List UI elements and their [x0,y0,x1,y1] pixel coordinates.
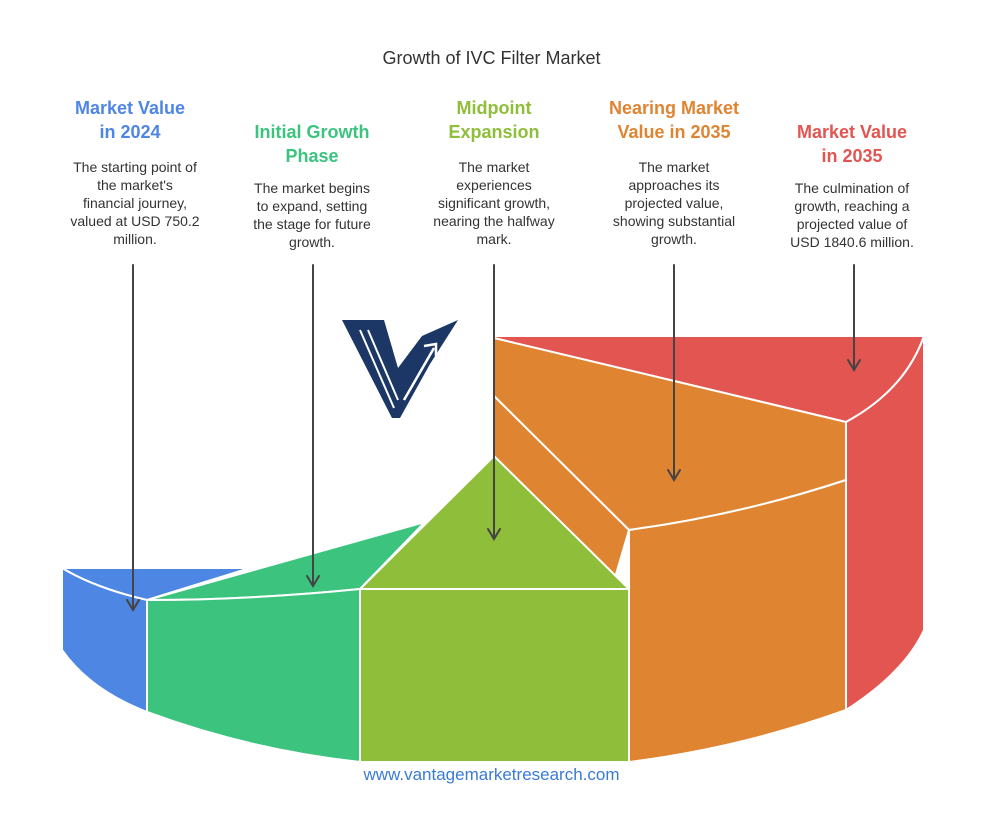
stage-1-heading-line1: Market Value [74,98,186,118]
stage-2-heading: Initial Growth Phase [232,120,392,168]
stage-4-description: The market approaches its projected valu… [594,158,754,248]
segment-green-side [146,588,361,763]
segment-red-side [845,335,925,711]
segment-orange-side [628,479,847,763]
stage-3-heading-line2: Expansion [448,122,540,142]
stage-1-description: The starting point of the market's finan… [55,158,215,248]
source-url[interactable]: www.vantagemarketresearch.com [363,765,620,784]
stage-3-desc-line: significant growth, [437,195,551,211]
pie-segments [61,335,925,763]
chart-title: Growth of IVC Filter Market [382,48,601,68]
stage-5-description: The culmination of growth, reaching a pr… [772,179,932,251]
stage-4-desc-line: projected value, [624,195,724,211]
stage-4-heading-line1: Nearing Market [608,98,740,118]
stage-1-heading: Market Value in 2024 [55,96,205,144]
stage-1-desc-line: financial journey, [82,195,188,211]
logo-stripes [359,329,399,409]
stage-3-desc-line: mark. [476,231,512,247]
stage-1-desc-line: The starting point of [73,159,197,175]
stage-2-heading-line2: Phase [285,146,339,166]
segment-lime-side [359,588,630,763]
stage-3-heading-line1: Midpoint [456,98,532,118]
stage-4-desc-line: The market [638,159,710,175]
stage-3-heading: Midpoint Expansion [419,96,569,144]
stage-5-desc-line: projected value of [796,216,908,232]
stage-1-heading-line2: in 2024 [99,122,161,142]
stage-1-desc-line: million. [113,231,157,247]
stage-1-desc-line: valued at USD 750.2 [70,213,200,229]
logo-arrow [402,342,438,401]
stage-2-desc-line: The market begins [254,180,370,196]
stage-2-desc-line: the stage for future [253,216,371,232]
stage-1-desc-line: the market's [97,177,173,193]
segment-blue-side [61,567,148,713]
logo-icon [342,320,458,418]
stage-2-heading-line1: Initial Growth [254,122,370,142]
arrowhead-stage-2 [306,575,320,588]
stage-3-desc-line: experiences [456,177,532,193]
stage-2-desc-line: to expand, setting [256,198,368,214]
stage-2-description: The market begins to expand, setting the… [232,179,392,251]
stage-4-desc-line: approaches its [628,177,720,193]
stage-4-heading: Nearing Market Value in 2035 [589,96,759,144]
arrowhead-stage-5 [847,359,861,372]
pointer-arrows [126,264,861,612]
stage-4-heading-line2: Value in 2035 [617,122,731,142]
stage-3-desc-line: nearing the halfway [433,213,555,229]
stage-3-desc-line: The market [458,159,530,175]
stage-5-desc-line: growth, reaching a [794,198,910,214]
logo-shape [342,320,458,418]
stage-4-desc-line: showing substantial [612,213,736,229]
stage-2-desc-line: growth. [289,234,335,250]
arrowhead-stage-1 [126,599,140,612]
stage-5-heading-line1: Market Value [796,122,908,142]
arrowhead-stage-3 [487,528,501,541]
stage-4-desc-line: growth. [651,231,697,247]
arrowhead-stage-4 [667,469,681,482]
stage-5-desc-line: The culmination of [794,180,910,196]
stage-3-description: The market experiences significant growt… [414,158,574,248]
stage-5-heading-line2: in 2035 [821,146,883,166]
stage-5-desc-line: USD 1840.6 million. [790,234,914,250]
stage-5-heading: Market Value in 2035 [777,120,927,168]
